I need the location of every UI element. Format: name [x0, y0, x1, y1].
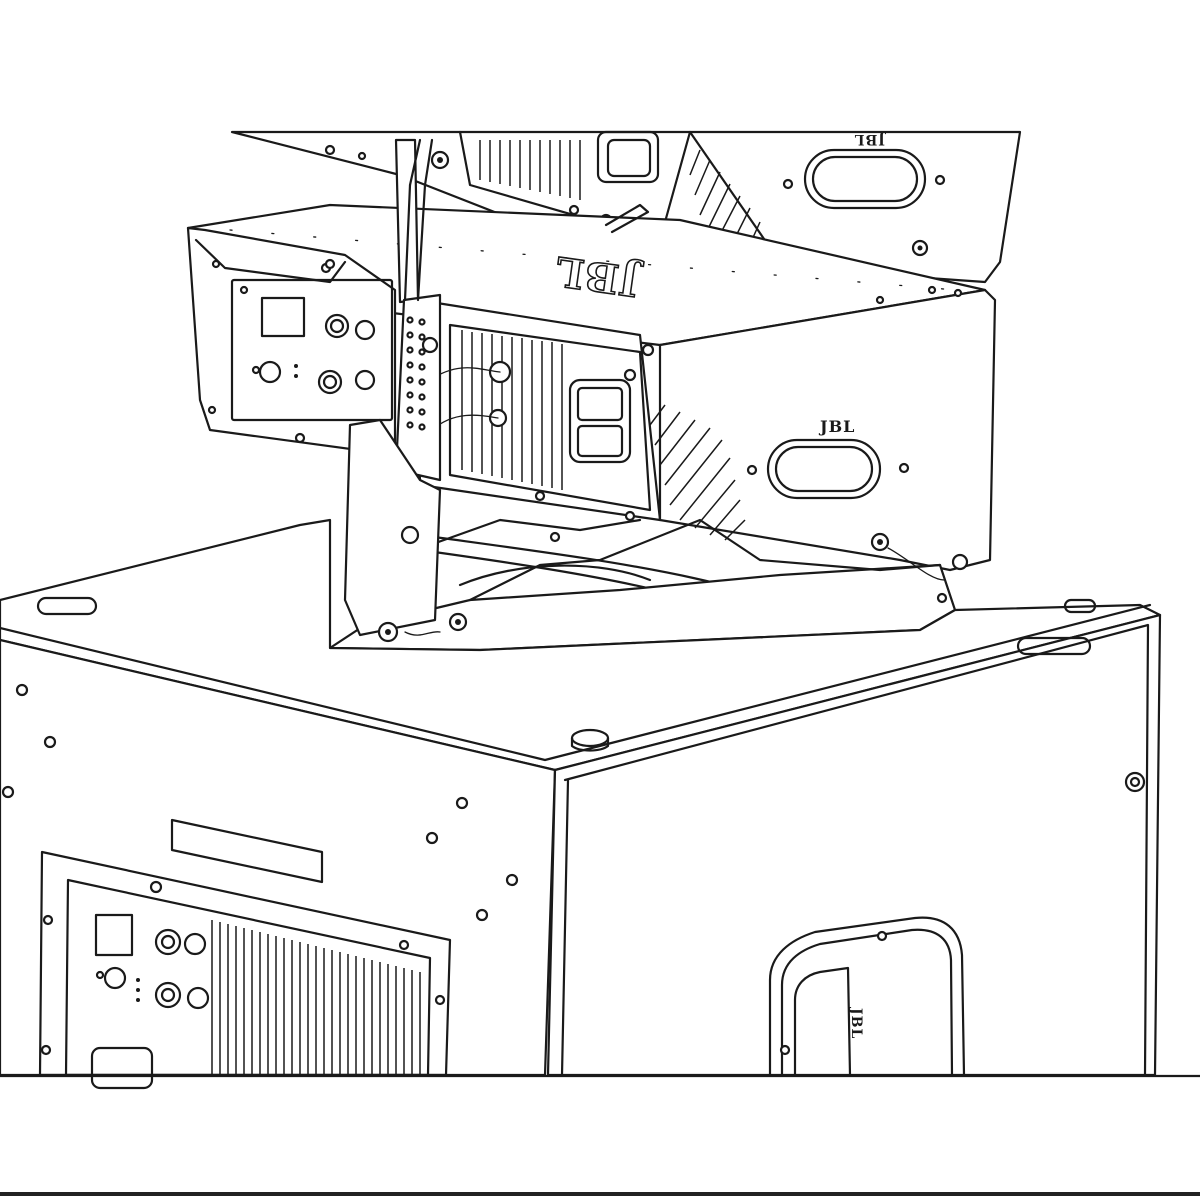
- middle-cabinet-handle-slot: [766, 438, 882, 500]
- subwoofer-speakon-socket: [90, 1046, 154, 1090]
- rigging-bar-holes: [406, 316, 426, 431]
- middle-cabinet-knob: [258, 360, 282, 384]
- subwoofer-top-handle-right: [1016, 636, 1092, 656]
- subwoofer-side-handle: JBL: [768, 916, 966, 1077]
- subwoofer-display: [94, 913, 134, 957]
- top-cabinet-handle-slot: [803, 148, 927, 210]
- middle-cabinet-heatsink: [416, 298, 662, 522]
- subwoofer-pole-cup: [570, 728, 610, 748]
- top-cabinet-side-grille: [689, 149, 761, 263]
- subwoofer-top-handle-left: [36, 596, 98, 616]
- top-line-array-cabinet: JBL: [230, 130, 1022, 284]
- middle-cabinet-side-grille: [649, 404, 746, 541]
- subwoofer-label-plate: [170, 818, 324, 884]
- top-cabinet-logo: JBL: [854, 131, 887, 147]
- middle-cabinet-display: [260, 296, 306, 338]
- subwoofer-knob: [103, 966, 127, 990]
- middle-line-array-cabinet: JBL JBL: [186, 203, 997, 572]
- middle-cabinet-amp-panel: [230, 278, 394, 422]
- top-cabinet-heatsink: [479, 140, 581, 200]
- middle-cabinet-speakon-socket: [568, 378, 632, 464]
- subwoofer-handle-logo: JBL: [848, 1006, 864, 1039]
- top-cabinet-screw: [782, 178, 794, 190]
- adapter-bracket: [343, 418, 442, 637]
- middle-cabinet-side-logo: JBL: [818, 417, 855, 436]
- top-cabinet-connector: [596, 130, 660, 184]
- bottom-rule: [0, 1192, 1200, 1196]
- subwoofer-heatsink: [211, 920, 421, 1075]
